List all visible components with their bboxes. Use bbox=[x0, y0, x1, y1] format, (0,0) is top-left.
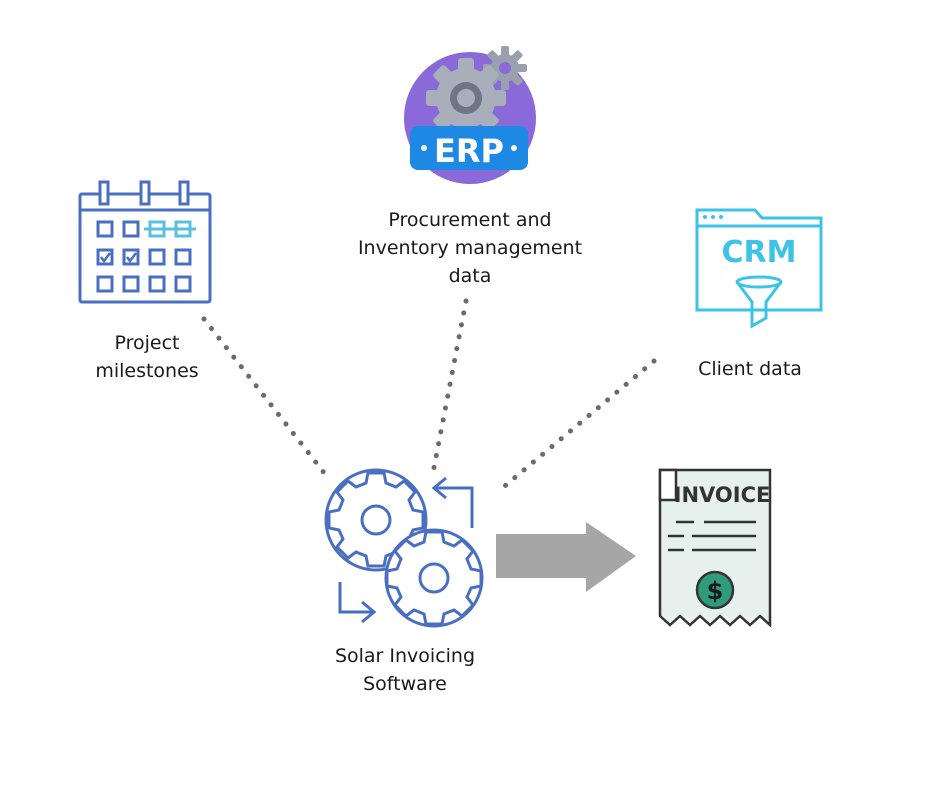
crm-label: Client data bbox=[680, 355, 820, 383]
software-label-line-1: Solar Invoicing bbox=[334, 645, 476, 667]
connector-erp bbox=[429, 298, 469, 481]
gears-icon bbox=[324, 468, 484, 628]
calendar-label-line-1: Project bbox=[114, 332, 180, 354]
software-label: Solar Invoicing Software bbox=[315, 642, 495, 698]
crm-label-line-1: Client data bbox=[698, 358, 802, 380]
funnel-icon bbox=[735, 275, 783, 329]
erp-label: Procurement and Inventory management dat… bbox=[355, 206, 585, 290]
erp-icon: ERP bbox=[404, 46, 536, 184]
small-gear-icon bbox=[483, 46, 527, 90]
crm-icon: CRM bbox=[695, 208, 823, 329]
dollar-symbol: $ bbox=[707, 577, 724, 605]
upper-gear-icon bbox=[324, 468, 428, 572]
erp-label-line-3: data bbox=[448, 265, 492, 287]
calendar-label-line-2: milestones bbox=[95, 360, 199, 382]
erp-badge-text: ERP bbox=[434, 132, 504, 170]
connector-calendar bbox=[201, 316, 328, 477]
large-gear-icon bbox=[426, 58, 506, 138]
flow-arrow bbox=[496, 522, 636, 592]
lower-gear-icon bbox=[384, 528, 484, 628]
erp-label-line-2: Inventory management bbox=[357, 237, 583, 259]
connector-crm bbox=[497, 358, 657, 493]
invoice-icon: INVOICE $ bbox=[658, 468, 772, 628]
erp-label-line-1: Procurement and bbox=[388, 209, 552, 231]
calendar-icon bbox=[78, 180, 212, 304]
invoice-title-text: INVOICE bbox=[674, 483, 771, 507]
software-label-line-2: Software bbox=[363, 673, 447, 695]
calendar-label: Project milestones bbox=[72, 329, 222, 385]
crm-text: CRM bbox=[722, 235, 797, 270]
